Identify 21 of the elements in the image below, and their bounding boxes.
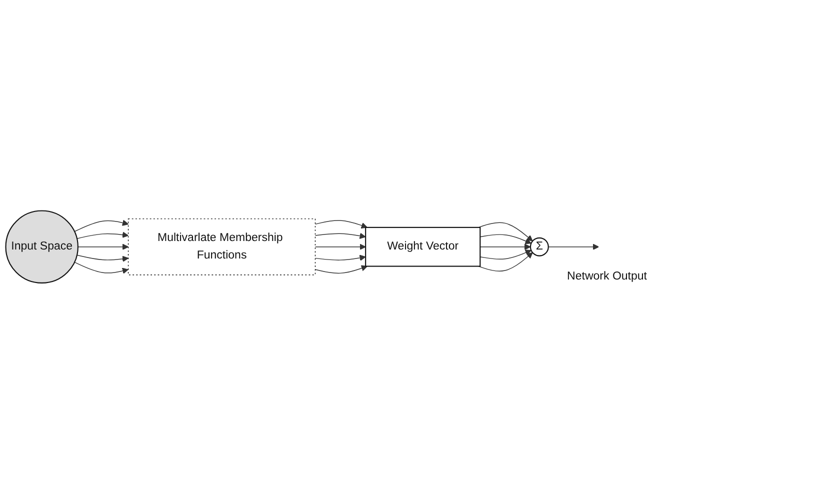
arrow	[480, 234, 532, 244]
arrow	[478, 252, 533, 272]
arrow	[74, 262, 129, 274]
arrow	[314, 220, 368, 229]
weight-vector-box: Weight Vector	[365, 227, 481, 267]
arrow	[76, 232, 129, 240]
input-space-ellipse: Input Space	[5, 210, 78, 284]
arrow	[314, 244, 366, 250]
arrow	[314, 265, 368, 274]
arrow	[76, 254, 129, 262]
arrow	[548, 244, 599, 250]
arrow	[480, 250, 532, 260]
arrow	[480, 244, 531, 250]
arrow	[74, 220, 129, 232]
arrow	[78, 244, 129, 250]
summation-circle: Σ	[530, 238, 549, 256]
membership-function-curves: Multivarlate Membership Functions	[128, 218, 316, 276]
arrow	[314, 232, 366, 240]
output-label: Network Output	[567, 270, 647, 283]
arrow	[314, 254, 366, 262]
arrow	[478, 222, 533, 242]
